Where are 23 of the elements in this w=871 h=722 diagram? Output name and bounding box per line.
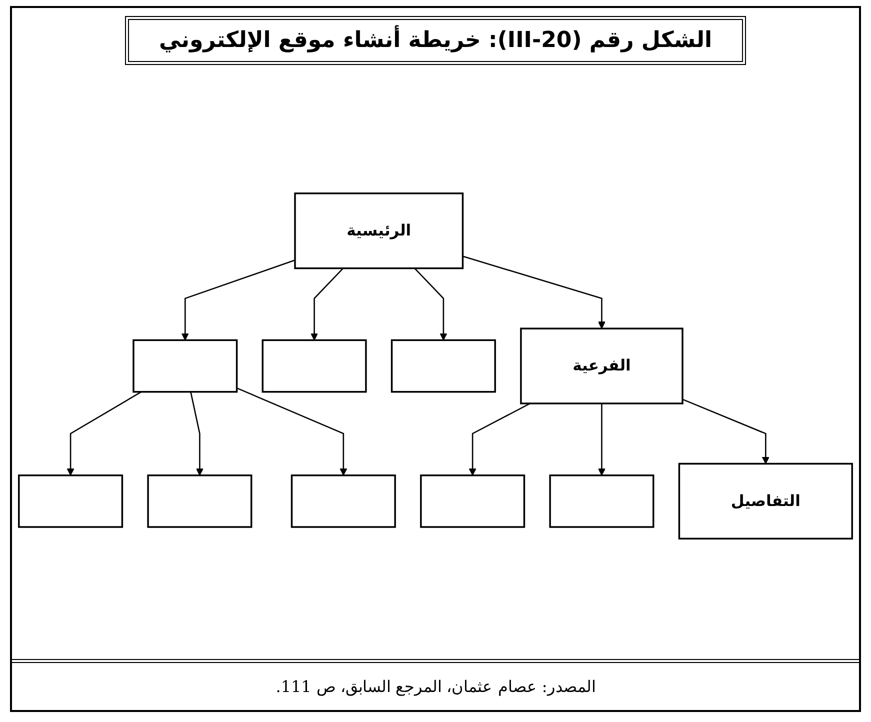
node-box: [18, 474, 124, 528]
arrow: [468, 402, 530, 476]
arrow: [682, 398, 770, 464]
node-box: [132, 339, 238, 393]
node-box: [390, 339, 496, 393]
title: الشكل رقم (20-III): خريطة أنشاء موقع الإلكتروني: [124, 16, 746, 65]
node-box: الفرعية: [520, 328, 684, 404]
node-box: [420, 474, 526, 528]
arrow: [181, 259, 296, 341]
node-box: الرئيسية: [294, 192, 464, 270]
arrow: [462, 256, 606, 329]
node-box: [262, 339, 367, 393]
arrow: [236, 387, 348, 476]
arrow: [598, 403, 606, 476]
node-box: [549, 474, 654, 528]
caption: المصدر: عصام عثمان، المرجع السابق، ص 111.: [12, 659, 859, 710]
arrow: [66, 391, 142, 476]
arrow: [414, 268, 448, 341]
arrow: [310, 268, 344, 341]
node-box: التفاصيل: [678, 462, 853, 540]
arrow: [190, 392, 204, 476]
node-box: [147, 474, 252, 528]
node-box: [290, 474, 396, 528]
